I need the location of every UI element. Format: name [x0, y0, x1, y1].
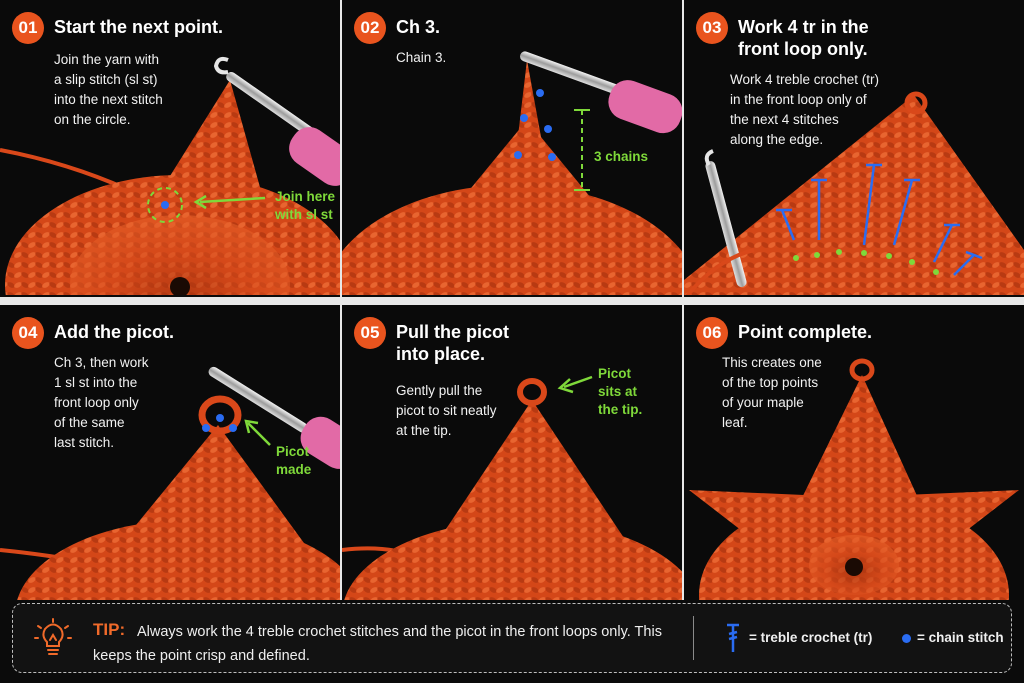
- tip-label: TIP:: [93, 620, 126, 639]
- step-panel-6: 06 Point complete. This creates one of t…: [684, 305, 1024, 600]
- step-3-badge: 03: [696, 12, 728, 44]
- step-5-badge: 05: [354, 317, 386, 349]
- step-6-badge: 06: [696, 317, 728, 349]
- step-4-description: Ch 3, then work 1 sl st into the front l…: [54, 355, 149, 450]
- step-1-illustration: [0, 56, 340, 295]
- step-4-badge: 04: [12, 317, 44, 349]
- step-1-description: Join the yarn with a slip stitch (sl st)…: [54, 52, 163, 127]
- step-1-badge: 01: [12, 12, 44, 44]
- steps-grid: 01 Start the next point. Join the yarn w…: [0, 0, 1024, 600]
- step-2-header: 02 Ch 3.: [354, 12, 440, 44]
- step-4-header: 04 Add the picot.: [12, 317, 174, 349]
- step-1-title: Start the next point.: [54, 17, 224, 37]
- step-3-header: 03 Work 4 tr in the front loop only.: [696, 12, 869, 60]
- chain-stitch-dot-icon: [902, 634, 911, 643]
- step-2-title: Ch 3.: [396, 17, 441, 37]
- tip-text: Always work the 4 treble crochet stitche…: [93, 624, 662, 664]
- step-6-description: This creates one of the top points of yo…: [722, 355, 822, 430]
- tip-box: TIP: Always work the 4 treble crochet st…: [12, 603, 1012, 673]
- step-3-illustration: [684, 91, 1024, 295]
- step-panel-5: 05 Pull the picot into place. Gently pul…: [342, 305, 682, 600]
- tip-divider: [693, 616, 694, 660]
- lightbulb-icon: [34, 618, 72, 655]
- step-2-badge: 02: [354, 12, 386, 44]
- step-panel-2: 02 Ch 3. Chain 3. 3 chains: [342, 0, 682, 295]
- step-6-header: 06 Point complete.: [696, 317, 872, 349]
- step-6-title: Point complete.: [738, 322, 873, 342]
- step-5-title: Pull the picot into place.: [396, 322, 510, 364]
- step-5-description: Gently pull the picot to sit neatly at t…: [396, 383, 497, 438]
- step-6-illustration: [689, 358, 1019, 600]
- tip-text-wrap: Always work the 4 treble crochet stitche…: [93, 620, 693, 668]
- step-2-illustration: [342, 51, 682, 295]
- legend-chain-label: = chain stitch: [917, 630, 1004, 645]
- step-panel-4: 04 Add the picot. Ch 3, then work 1 sl s…: [0, 305, 340, 600]
- step-5-header: 05 Pull the picot into place.: [354, 317, 509, 365]
- step-1-callout: Join here with sl st: [275, 189, 336, 222]
- treble-crochet-symbol-icon: [727, 623, 739, 652]
- step-3-description: Work 4 treble crochet (tr) in the front …: [730, 72, 880, 147]
- step-panel-3: 03 Work 4 tr in the front loop only. Wor…: [684, 0, 1024, 295]
- step-4-callout: Picot made: [276, 444, 312, 477]
- step-1-header: 01 Start the next point.: [12, 12, 223, 44]
- grid-divider-horizontal: [0, 297, 1024, 305]
- step-3-title: Work 4 tr in the front loop only.: [738, 17, 869, 59]
- step-4-illustration: [0, 366, 340, 600]
- step-2-callout: 3 chains: [594, 149, 649, 164]
- step-panel-1: 01 Start the next point. Join the yarn w…: [0, 0, 340, 295]
- step-4-title: Add the picot.: [54, 322, 174, 342]
- step-5-callout: Picot sits at the tip.: [598, 366, 643, 417]
- step-2-description: Chain 3.: [396, 50, 447, 65]
- step-5-illustration: [342, 375, 682, 600]
- legend-treble-label: = treble crochet (tr): [749, 630, 873, 645]
